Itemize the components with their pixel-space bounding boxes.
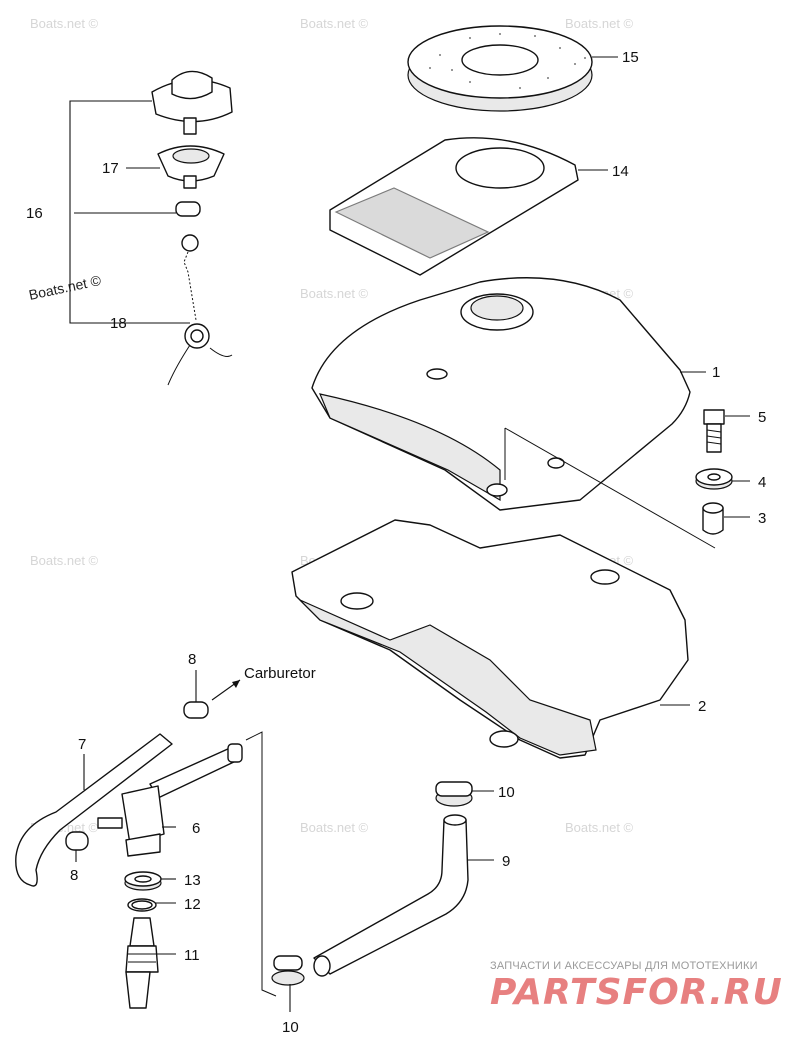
callout-bracket <box>69 100 190 324</box>
callout-10-upper: 10 <box>498 784 515 801</box>
part-11-valve <box>125 917 176 1009</box>
watermark-primary: Boats.net © <box>27 272 103 303</box>
watermark: Boats.net © <box>30 553 99 568</box>
callout-13: 13 <box>184 872 201 889</box>
callout-18: 18 <box>110 315 127 332</box>
watermark: Boats.net © <box>30 16 99 31</box>
callout-8-upper: 8 <box>188 651 196 668</box>
callout-1: 1 <box>712 364 720 381</box>
footer-brand-logo: PARTSFOR.RU <box>490 972 783 1013</box>
part-18-chain <box>167 234 233 386</box>
part-14-pad <box>329 137 608 276</box>
callout-labels: 15 14 1 5 4 3 2 17 16 18 8 Carburetor 7 … <box>26 49 766 1036</box>
watermark: Boats.net © <box>300 16 369 31</box>
callout-8-lower: 8 <box>70 867 78 884</box>
carburetor-label: Carburetor <box>244 665 316 682</box>
callout-7: 7 <box>78 736 86 753</box>
callout-2: 2 <box>698 698 706 715</box>
part-5-bolt <box>703 409 750 453</box>
part-7-hose <box>15 733 173 887</box>
callout-6: 6 <box>192 820 200 837</box>
part-4-washer <box>695 468 750 490</box>
part-12-o-ring <box>127 898 176 912</box>
carburetor-arrow <box>211 679 241 701</box>
part-17-cap <box>151 70 233 189</box>
watermark: Boats.net © <box>300 286 369 301</box>
callout-14: 14 <box>612 163 629 180</box>
routing-line <box>245 731 277 997</box>
callout-11: 11 <box>184 947 200 964</box>
callout-3: 3 <box>758 510 766 527</box>
watermark: Boats.net © <box>300 820 369 835</box>
part-1-tank-upper <box>311 277 716 549</box>
part-13-washer <box>124 871 176 891</box>
watermark: Boats.net © <box>565 16 634 31</box>
callout-17: 17 <box>102 160 119 177</box>
part-6-fuel-cock <box>97 743 243 857</box>
callout-15: 15 <box>622 49 639 66</box>
part-3-collar <box>702 502 750 535</box>
callout-4: 4 <box>758 474 766 491</box>
part-9-hose <box>313 814 494 977</box>
part-10-clip-lower <box>271 955 305 1012</box>
callout-5: 5 <box>758 409 766 426</box>
callout-12: 12 <box>184 896 201 913</box>
footer-subtitle: ЗАПЧАСТИ И АКСЕССУАРЫ ДЛЯ МОТОТЕХНИКИ <box>490 960 758 972</box>
part-16-clip <box>74 201 201 217</box>
part-8-clip-upper <box>183 670 209 719</box>
part-8-clip-lower <box>65 831 89 862</box>
part-10-clip-upper <box>435 781 494 807</box>
callout-16: 16 <box>26 205 43 222</box>
part-2-tank-lower <box>291 519 690 759</box>
part-15-foam-ring <box>407 25 618 112</box>
callout-9: 9 <box>502 853 510 870</box>
callout-10-lower: 10 <box>282 1019 299 1036</box>
watermark: Boats.net © <box>565 820 634 835</box>
